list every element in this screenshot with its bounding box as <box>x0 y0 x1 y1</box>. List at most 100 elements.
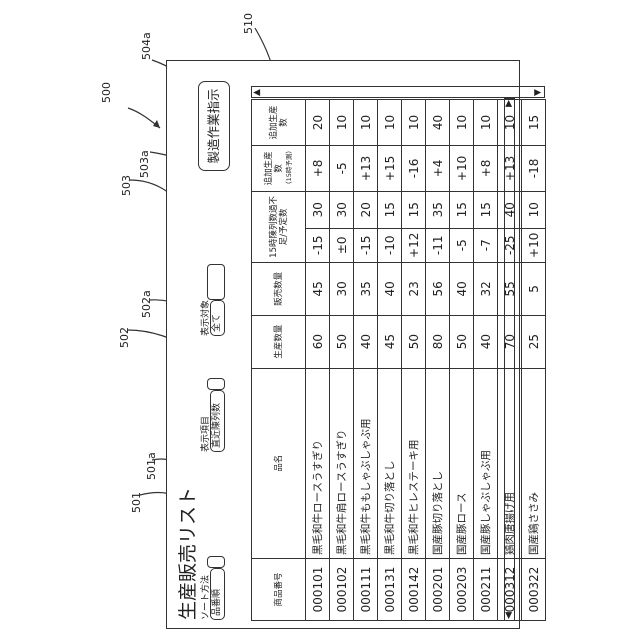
cell-code: 000101 <box>306 559 330 621</box>
header-additional-sub: （15時予測） <box>284 149 294 188</box>
cell-plan: 20 <box>354 191 378 228</box>
display-target-select[interactable]: 全て <box>210 300 225 336</box>
cell-additional: +15 <box>378 145 402 191</box>
cell-sold: 32 <box>474 262 498 315</box>
cell-name: 黒毛和牛ももしゃぶしゃぶ用 <box>354 368 378 558</box>
ref-500: 500 <box>100 82 113 103</box>
cell-shortage: -10 <box>378 228 402 262</box>
cell-code: 000322 <box>522 559 546 621</box>
cell-sold: 45 <box>306 262 330 315</box>
cell-plan: 30 <box>330 191 354 228</box>
cell-sold: 5 <box>522 262 546 315</box>
ref-503: 503 <box>120 175 133 196</box>
production-sales-screen: 生産販売リスト ソート方法 品番順 表示項目 直近陳列数 表示対象 全て 製造作… <box>166 60 520 629</box>
cell-extra: 10 <box>474 100 498 146</box>
cell-plan: 15 <box>450 191 474 228</box>
header-produced: 生産数量 <box>252 315 306 368</box>
table-row[interactable]: 000322国産鶏ささみ255+1010-1815 <box>522 100 546 621</box>
cell-code: 000211 <box>474 559 498 621</box>
cell-shortage: +12 <box>402 228 426 262</box>
table-row[interactable]: 000102黒毛和牛肩ロースうすぎり5030±030-510 <box>330 100 354 621</box>
horizontal-scrollbar[interactable]: ◀ ▶ <box>504 98 515 621</box>
cell-plan: 15 <box>402 191 426 228</box>
cell-shortage: -15 <box>354 228 378 262</box>
cell-code: 000102 <box>330 559 354 621</box>
cell-extra: 10 <box>330 100 354 146</box>
header-code: 商品番号 <box>252 559 306 621</box>
cell-name: 国産豚しゃぶしゃぶ用 <box>474 368 498 558</box>
cell-additional: +13 <box>354 145 378 191</box>
ref-510: 510 <box>242 13 255 34</box>
header-name: 品名 <box>252 368 306 558</box>
cell-additional: -16 <box>402 145 426 191</box>
header-shortage: 15時陳列数過不足/予定数 <box>252 191 306 262</box>
cell-shortage: -15 <box>306 228 330 262</box>
cell-produced: 45 <box>378 315 402 368</box>
cell-shortage: +10 <box>522 228 546 262</box>
scroll-down-icon[interactable]: ▼ <box>534 89 543 96</box>
cell-plan: 10 <box>522 191 546 228</box>
cell-produced: 50 <box>330 315 354 368</box>
cell-extra: 40 <box>426 100 450 146</box>
cell-shortage: -5 <box>450 228 474 262</box>
cell-extra: 10 <box>354 100 378 146</box>
cell-name: 国産鶏ささみ <box>522 368 546 558</box>
header-sold: 販売数量 <box>252 262 306 315</box>
cell-code: 000203 <box>450 559 474 621</box>
cell-code: 000201 <box>426 559 450 621</box>
cell-name: 黒毛和牛ロースうすぎり <box>306 368 330 558</box>
sort-dropdown-button[interactable] <box>207 556 225 568</box>
cell-produced: 50 <box>402 315 426 368</box>
table-row[interactable]: 000201国産豚切り落とし8056-1135+440 <box>426 100 450 621</box>
cell-extra: 10 <box>378 100 402 146</box>
cell-additional: +10 <box>450 145 474 191</box>
ref-503a: 503a <box>138 150 151 178</box>
scroll-left-icon[interactable]: ◀ <box>505 612 514 619</box>
table-header-row: 商品番号 品名 生産数量 販売数量 15時陳列数過不足/予定数 追加生産数 （1… <box>252 100 306 621</box>
scroll-up-icon[interactable]: ▲ <box>253 89 262 96</box>
cell-extra: 20 <box>306 100 330 146</box>
ref-504a: 504a <box>140 32 153 60</box>
table-row[interactable]: 000203国産豚ロース5040-515+1010 <box>450 100 474 621</box>
ref-502: 502 <box>118 327 131 348</box>
table-row[interactable]: 000101黒毛和牛ロースうすぎり6045-1530+820 <box>306 100 330 621</box>
table-row[interactable]: 000211国産豚しゃぶしゃぶ用4032-715+810 <box>474 100 498 621</box>
table-row[interactable]: 000111黒毛和牛ももしゃぶしゃぶ用4035-1520+1310 <box>354 100 378 621</box>
table-row[interactable]: 000131黒毛和牛切り落とし4540-1015+1510 <box>378 100 402 621</box>
table-row[interactable]: 000142黒毛和牛ヒレステーキ用5023+1215-1610 <box>402 100 426 621</box>
cell-produced: 60 <box>306 315 330 368</box>
ref-502a: 502a <box>140 290 153 318</box>
header-additional-label: 追加生産数 <box>264 151 284 185</box>
cell-plan: 15 <box>474 191 498 228</box>
cell-extra: 10 <box>450 100 474 146</box>
cell-additional: -18 <box>522 145 546 191</box>
vertical-scrollbar[interactable]: ▲ ▼ <box>251 86 545 98</box>
display-item-dropdown-button[interactable] <box>207 378 225 390</box>
manufacturing-instruction-button[interactable]: 製造作業指示 <box>198 81 230 171</box>
cell-sold: 23 <box>402 262 426 315</box>
cell-shortage: ±0 <box>330 228 354 262</box>
display-target-dropdown-button[interactable] <box>207 264 225 300</box>
cell-shortage: -7 <box>474 228 498 262</box>
cell-name: 黒毛和牛切り落とし <box>378 368 402 558</box>
cell-extra: 15 <box>522 100 546 146</box>
sort-select[interactable]: 品番順 <box>210 568 225 620</box>
display-item-select[interactable]: 直近陳列数 <box>210 390 225 452</box>
cell-plan: 30 <box>306 191 330 228</box>
ref-501: 501 <box>130 492 143 513</box>
cell-code: 000131 <box>378 559 402 621</box>
cell-extra: 10 <box>402 100 426 146</box>
cell-sold: 35 <box>354 262 378 315</box>
cell-additional: +4 <box>426 145 450 191</box>
page-title: 生産販売リスト <box>173 487 200 620</box>
cell-name: 国産豚ロース <box>450 368 474 558</box>
scroll-right-icon[interactable]: ▶ <box>505 100 514 107</box>
cell-additional: -5 <box>330 145 354 191</box>
header-extra: 追加生産数 <box>252 100 306 146</box>
cell-produced: 25 <box>522 315 546 368</box>
cell-additional: +8 <box>474 145 498 191</box>
cell-produced: 40 <box>474 315 498 368</box>
cell-sold: 30 <box>330 262 354 315</box>
cell-name: 黒毛和牛肩ロースうすぎり <box>330 368 354 558</box>
cell-shortage: -11 <box>426 228 450 262</box>
